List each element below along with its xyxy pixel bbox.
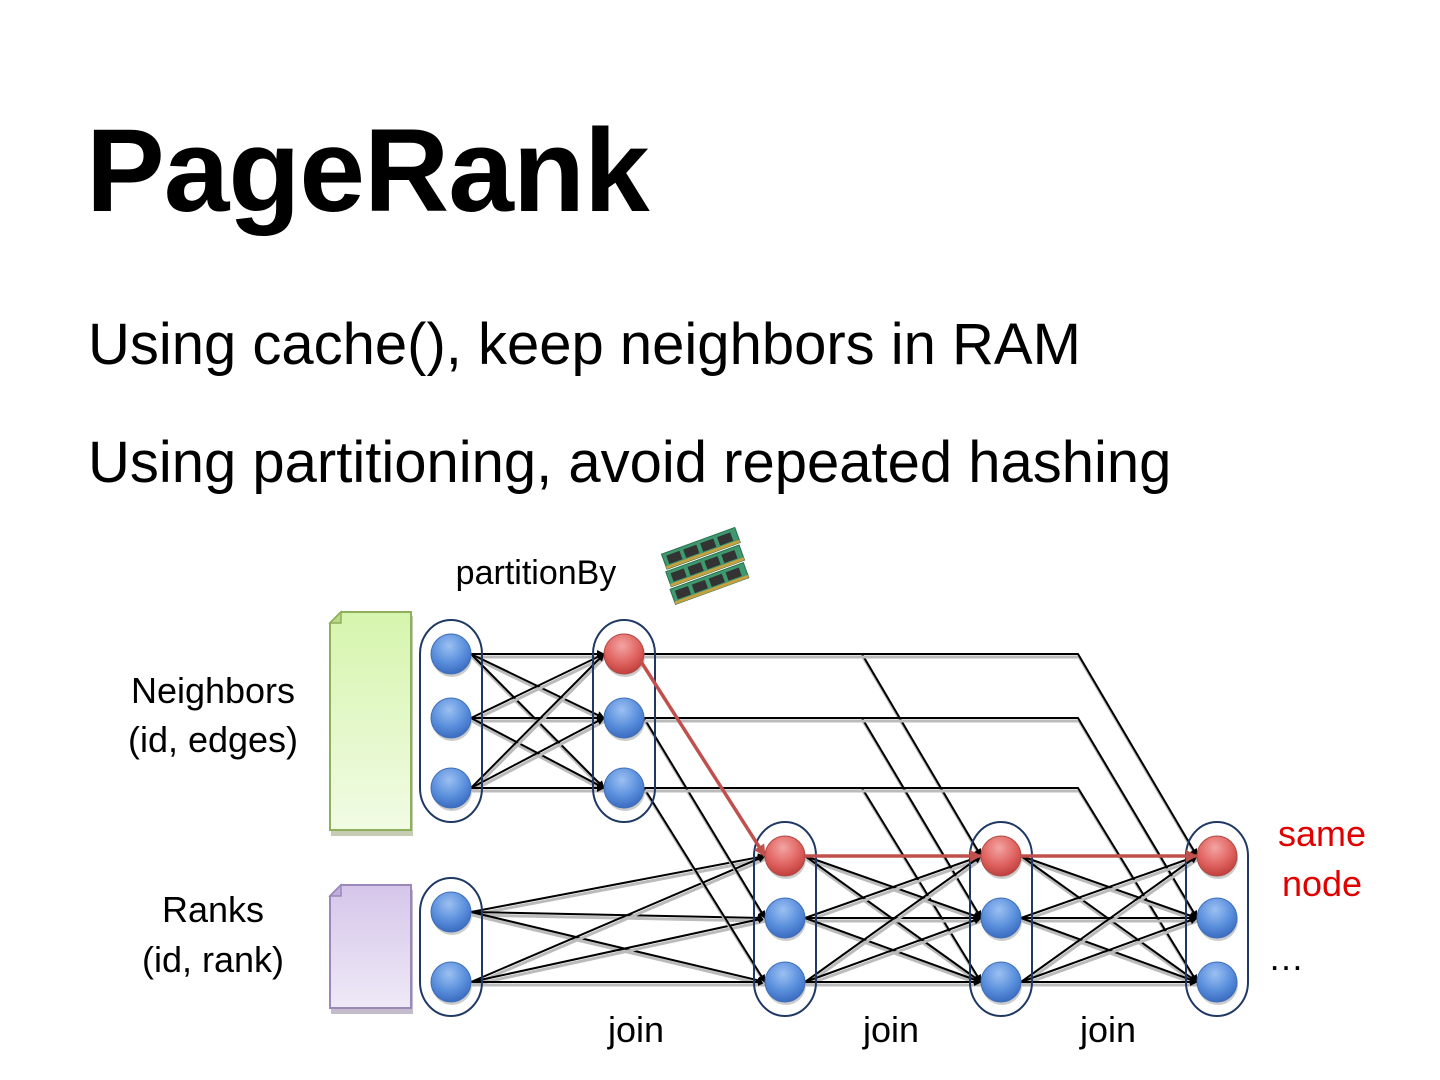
same-node-sublabel: node [1282,863,1362,904]
join-1-group [753,821,817,1017]
neighbors-partition-group [419,619,483,823]
join2-node-0 [980,835,1022,877]
edge-rank-join1-0-0-shadow [471,857,767,917]
join2-node-1 [980,897,1022,939]
edge-rank-join1-0-1 [470,911,766,922]
edges-layer [470,650,1200,987]
partitionby-label: partitionBy [456,554,617,592]
edge-partition-2-0-shadow [470,655,607,793]
ranks-document-icon [328,883,413,1014]
edge-join1-join2-2-0-shadow [805,857,983,987]
partitioned-node-1 [603,697,645,739]
same-node-path-segment-0 [638,659,767,857]
join3-node-0 [1196,835,1238,877]
edge-join2-join3-2-0 [1020,855,1198,983]
edge-partition-1-0 [470,653,605,719]
join-2-group [969,821,1033,1017]
same-node-label: same [1278,813,1366,854]
slide-title: PageRank [86,105,650,237]
neighbors-document-icon [328,610,413,836]
partitioned-node-2 [603,767,645,809]
partitioned-neighbors-group [592,619,656,823]
edge-cached-join1-1 [643,717,766,919]
edge-partition-2-0 [470,653,605,789]
edge-rank-join1-0-0 [470,853,766,913]
edge-cached-join1-2 [643,787,766,983]
edge-join2-join3-2-1-shadow [1021,919,1199,987]
join1-node-0 [764,835,806,877]
edge-join1-join2-1-0 [804,854,982,919]
partitioned-node-0 [603,633,645,675]
edge-join1-join2-2-1 [804,916,982,983]
edge-cached-join2-0-shadow [645,655,984,860]
ranks-node-0 [430,891,472,933]
join3-node-1 [1196,897,1238,939]
ranks-node-1 [430,961,472,1003]
edge-join2-join3-2-1 [1020,916,1198,983]
join-label-1: join [607,1009,664,1050]
edge-rank-join1-1-0-shadow [471,857,767,987]
same-node-path [638,659,1198,862]
edge-partition-2-1-shadow [471,719,606,793]
neighbors-node-0 [430,633,472,675]
join1-node-2 [764,961,806,1003]
edge-join2-join3-1-0 [1020,854,1198,919]
edge-cached-join3-1 [644,717,1198,919]
edge-cached-join3-0 [644,653,1198,857]
ranks-partition-group [419,877,483,1017]
edge-cached-join2-2 [644,787,982,983]
neighbors-sublabel: (id, edges) [128,719,298,760]
ellipsis-label: … [1268,937,1304,978]
ranks-sublabel: (id, rank) [142,939,284,980]
edge-join1-join2-2-1-shadow [805,919,983,987]
edge-join2-join3-2-0-shadow [1021,857,1199,987]
bullet-partitioning: Using partitioning, avoid repeated hashi… [88,430,1172,495]
join1-node-1 [764,897,806,939]
edge-partition-1-0-shadow [471,655,606,723]
nodes-layer [430,633,1238,1005]
ranks-label: Ranks [162,889,264,930]
edge-rank-join1-1-1-shadow [471,919,767,987]
neighbors-label: Neighbors [131,670,295,711]
neighbors-node-1 [430,697,472,739]
join-label-2: join [862,1009,919,1050]
bullet-cache: Using cache(), keep neighbors in RAM [88,312,1081,377]
join3-node-2 [1196,961,1238,1003]
join-3-group [1185,821,1249,1017]
edge-rank-join1-1-0 [470,855,766,983]
edge-join2-join3-1-0-shadow [1021,857,1199,923]
edge-join1-join2-2-0 [804,855,982,983]
edge-join1-join2-1-0-shadow [805,857,983,923]
edge-rank-join1-1-1 [470,915,766,983]
edge-rank-join1-0-2 [470,911,766,985]
join2-node-2 [980,961,1022,1003]
ram-memory-icon [660,526,750,606]
partition-groups-layer [419,619,1249,1017]
edge-cached-join2-0 [644,653,982,857]
neighbors-node-2 [430,767,472,809]
join-label-3: join [1079,1009,1136,1050]
edge-partition-2-1 [470,717,605,789]
